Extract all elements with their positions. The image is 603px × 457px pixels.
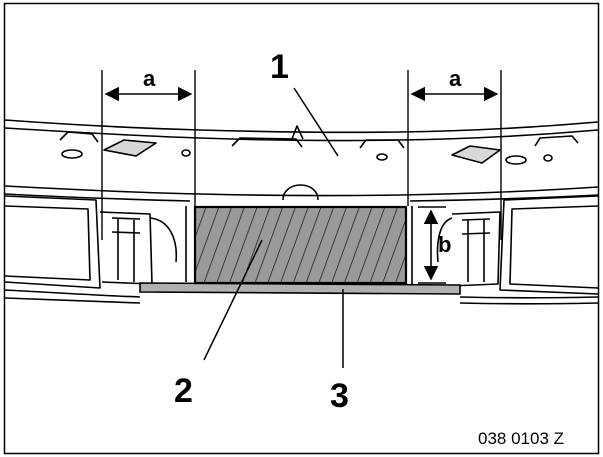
dimension-label-a-left: a [143, 66, 156, 91]
dimension-label-b: b [438, 232, 451, 257]
figure-reference-code: 038 0103 Z [478, 429, 564, 448]
dimension-label-a-right: a [449, 66, 462, 91]
callout-label-1: 1 [270, 48, 289, 86]
strip-part-3 [139, 282, 461, 295]
dimension-arrows [104, 86, 499, 281]
callout-label-2: 2 [174, 372, 193, 410]
plate-part-2 [193, 205, 408, 285]
callout-label-3: 3 [330, 377, 349, 415]
dimension-extension-lines [101, 70, 502, 284]
leader-part-2 [203, 239, 263, 361]
leader-part-1 [293, 87, 339, 157]
leader-lines [203, 87, 344, 368]
bumper-body [4, 119, 599, 305]
figure-frame [3, 2, 600, 455]
